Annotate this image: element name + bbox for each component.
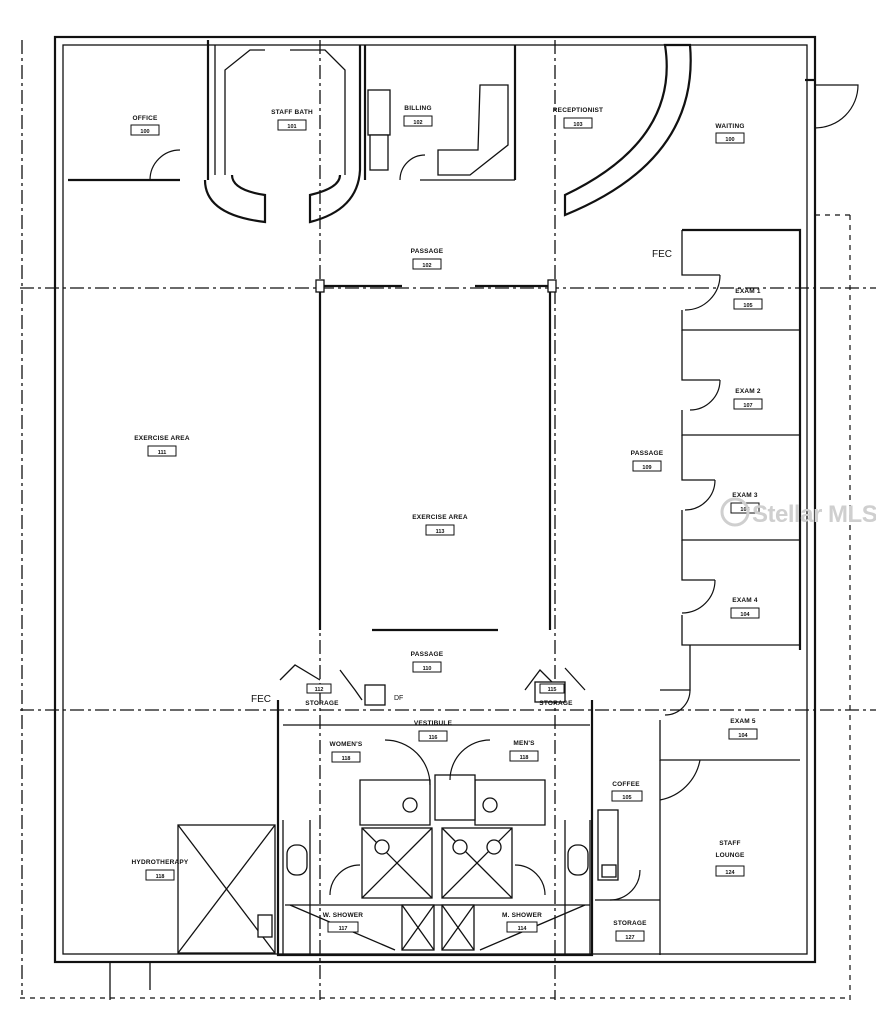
- room-label-exam-1: EXAM 1 105: [733, 288, 763, 310]
- room-label-billing: BILLING 102: [403, 105, 433, 127]
- svg-text:M. SHOWER: M. SHOWER: [502, 912, 542, 919]
- svg-text:102: 102: [422, 263, 431, 269]
- svg-text:118: 118: [156, 874, 165, 880]
- room-labels: OFFICE 100 STAFF BATH 101 BILLING 102 RE…: [130, 105, 763, 942]
- room-label-office: OFFICE 100: [130, 115, 160, 136]
- svg-text:124: 124: [725, 870, 735, 876]
- room-label-storage-left: 112 STORAGE: [305, 683, 339, 707]
- room-label-exercise-mid: EXERCISE AREA 113: [412, 514, 468, 536]
- fec-label-left: FEC: [251, 694, 271, 705]
- svg-text:LOUNGE: LOUNGE: [715, 852, 744, 859]
- room-label-storage-bottom: STORAGE 127: [613, 920, 647, 942]
- hydrotherapy-room: [177, 824, 276, 954]
- room-label-mens: MEN'S 118: [509, 740, 539, 762]
- svg-text:EXERCISE AREA: EXERCISE AREA: [134, 435, 190, 442]
- room-label-exercise-left: EXERCISE AREA 111: [134, 435, 190, 457]
- restroom-block: [276, 664, 594, 957]
- room-label-passage-right: PASSAGE 109: [631, 450, 664, 472]
- svg-text:WAITING: WAITING: [715, 123, 744, 130]
- svg-text:115: 115: [548, 687, 557, 693]
- room-label-womens: WOMEN'S 118: [330, 741, 363, 763]
- svg-text:102: 102: [413, 120, 422, 126]
- svg-text:RECEPTIONIST: RECEPTIONIST: [553, 107, 603, 114]
- svg-text:109: 109: [642, 465, 651, 471]
- svg-text:EXAM 3: EXAM 3: [732, 492, 758, 499]
- svg-text:PASSAGE: PASSAGE: [631, 450, 664, 457]
- svg-text:110: 110: [423, 666, 432, 672]
- df-label: DF: [394, 695, 403, 702]
- svg-text:PASSAGE: PASSAGE: [411, 651, 444, 658]
- svg-text:VESTIBULE: VESTIBULE: [414, 720, 453, 727]
- svg-text:STORAGE: STORAGE: [305, 700, 339, 707]
- svg-text:OFFICE: OFFICE: [132, 115, 157, 122]
- svg-text:111: 111: [158, 450, 167, 456]
- room-label-passage-top: PASSAGE 102: [411, 248, 444, 270]
- lounge-area: [595, 759, 701, 955]
- svg-text:STAFF BATH: STAFF BATH: [271, 109, 313, 116]
- room-label-staff-lounge: STAFF LOUNGE 124: [715, 840, 745, 877]
- svg-text:114: 114: [518, 926, 528, 932]
- fec-label-right: FEC: [652, 249, 672, 260]
- watermark-text: Stellar MLS: [752, 501, 876, 528]
- svg-text:104: 104: [738, 733, 748, 739]
- svg-text:WOMEN'S: WOMEN'S: [330, 741, 363, 748]
- room-label-exam-2: EXAM 2 107: [733, 388, 763, 410]
- svg-text:HYDROTHERAPY: HYDROTHERAPY: [132, 859, 189, 866]
- svg-text:104: 104: [740, 612, 750, 618]
- room-label-hydrotherapy: HYDROTHERAPY 118: [132, 859, 189, 881]
- svg-text:103: 103: [573, 122, 582, 128]
- svg-text:108: 108: [740, 507, 749, 513]
- svg-text:116: 116: [429, 735, 438, 741]
- svg-text:W. SHOWER: W. SHOWER: [323, 912, 364, 919]
- svg-text:118: 118: [520, 755, 529, 761]
- room-label-vestibule: VESTIBULE 116: [414, 720, 453, 742]
- svg-text:COFFEE: COFFEE: [612, 781, 640, 788]
- svg-text:112: 112: [315, 687, 324, 693]
- svg-text:127: 127: [625, 935, 634, 941]
- svg-text:105: 105: [743, 303, 752, 309]
- svg-text:PASSAGE: PASSAGE: [411, 248, 444, 255]
- svg-text:EXERCISE AREA: EXERCISE AREA: [412, 514, 468, 521]
- annotations: FEC FEC DF: [251, 249, 672, 705]
- svg-text:117: 117: [339, 926, 348, 932]
- svg-text:113: 113: [436, 529, 445, 535]
- svg-text:101: 101: [287, 124, 296, 130]
- exam-rooms: [659, 228, 802, 761]
- room-label-storage-right: 115 STORAGE: [539, 683, 573, 707]
- svg-text:EXAM 2: EXAM 2: [735, 388, 761, 395]
- room-label-coffee: COFFEE 105: [611, 781, 643, 802]
- svg-text:STORAGE: STORAGE: [539, 700, 573, 707]
- room-label-passage-mid: PASSAGE 110: [411, 651, 444, 673]
- svg-text:EXAM 4: EXAM 4: [732, 597, 758, 604]
- room-label-waiting: WAITING 100: [715, 123, 745, 144]
- svg-text:100: 100: [140, 129, 149, 135]
- svg-text:BILLING: BILLING: [404, 105, 431, 112]
- svg-text:STAFF: STAFF: [719, 840, 740, 847]
- room-label-staff-bath: STAFF BATH 101: [271, 109, 313, 131]
- svg-text:118: 118: [342, 756, 351, 762]
- room-label-exam-5: EXAM 5 104: [728, 718, 758, 740]
- room-label-shower-w: W. SHOWER 117: [323, 912, 364, 933]
- svg-text:MEN'S: MEN'S: [513, 740, 535, 747]
- svg-text:105: 105: [622, 795, 631, 801]
- svg-text:EXAM 5: EXAM 5: [730, 718, 756, 725]
- grid-lines: [20, 40, 876, 1000]
- svg-text:STORAGE: STORAGE: [613, 920, 647, 927]
- room-label-shower-m: M. SHOWER 114: [502, 912, 542, 933]
- watermark: Stellar MLS: [720, 497, 876, 528]
- svg-text:100: 100: [725, 137, 734, 143]
- svg-text:107: 107: [743, 403, 752, 409]
- room-label-exam-4: EXAM 4 104: [730, 597, 760, 619]
- top-rooms: [68, 40, 692, 224]
- central-piers: [315, 279, 557, 632]
- room-label-receptionist: RECEPTIONIST 103: [553, 107, 603, 129]
- svg-text:EXAM 1: EXAM 1: [735, 288, 761, 295]
